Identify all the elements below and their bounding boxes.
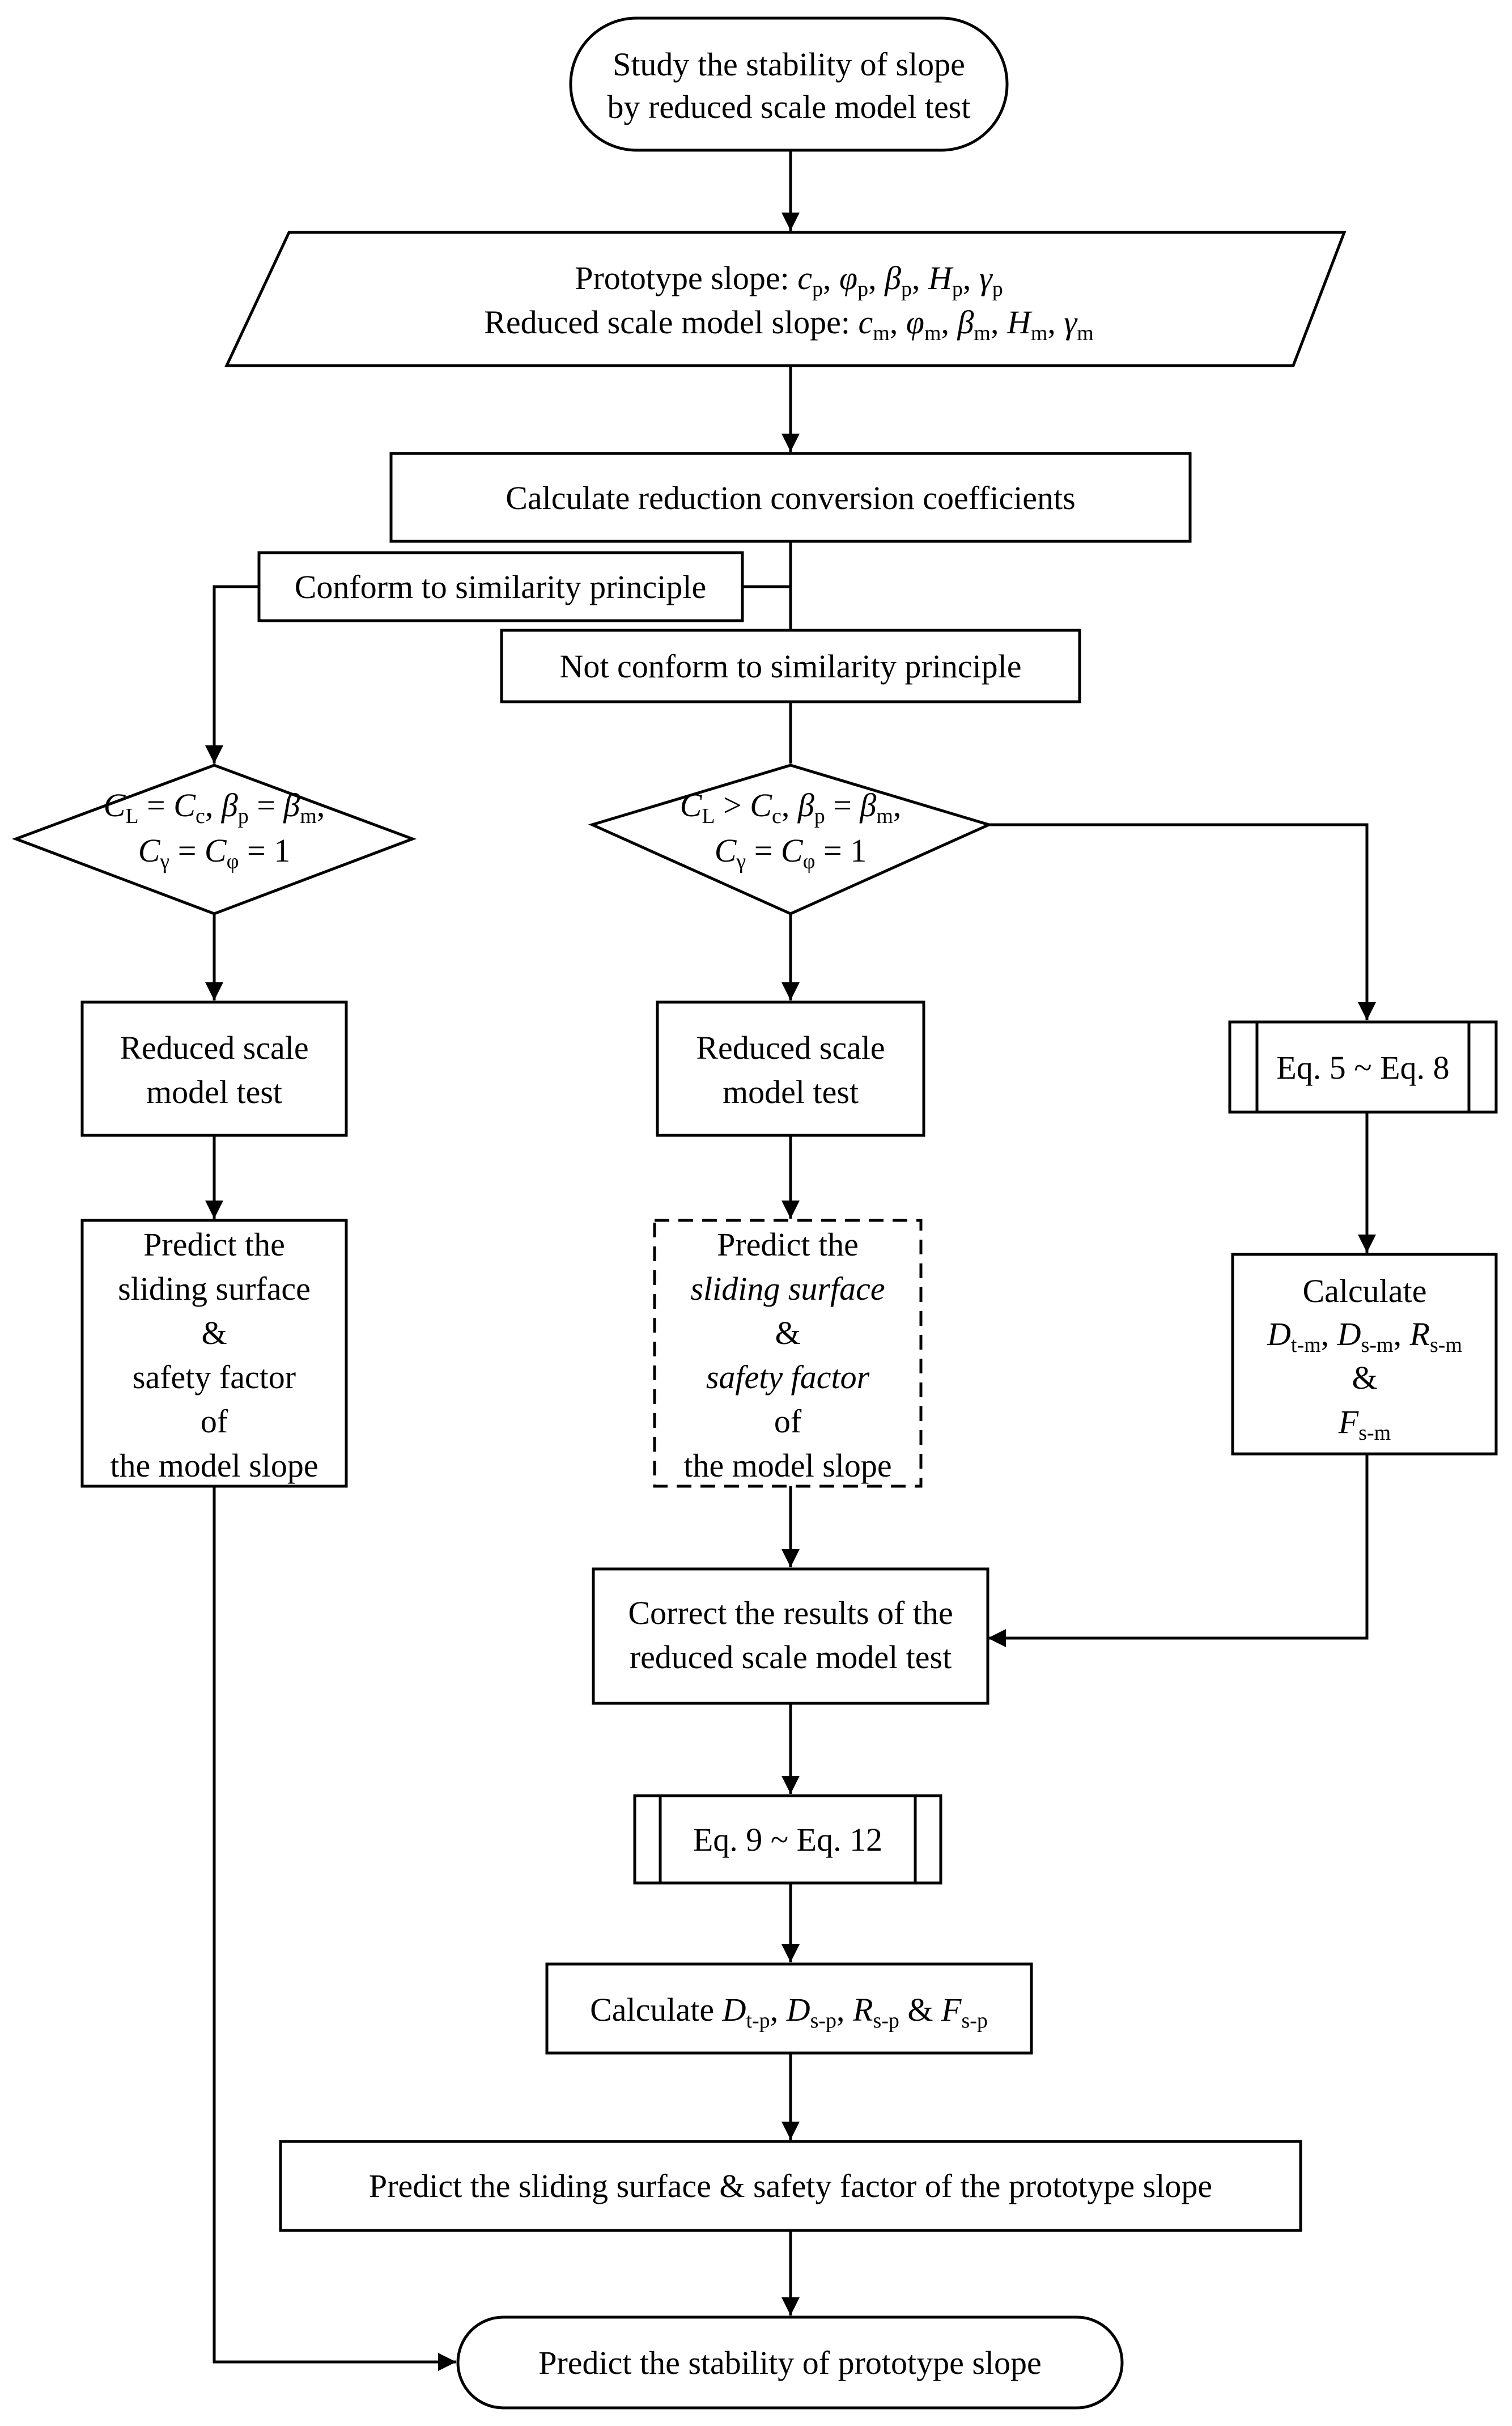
predict-middle-line-1: Predict the <box>717 1226 859 1263</box>
predict-left-line-6: the model slope <box>110 1447 318 1484</box>
calc-prototype-label: Calculate Dt-p, Ds-p, Rs-p & Fs-p <box>590 1991 988 2033</box>
predict-left-line-1: Predict the <box>143 1226 285 1263</box>
predict-middle-line-4: safety factor <box>706 1359 870 1396</box>
calc-model-line-2: Dt-m, Ds-m, Rs-m <box>1267 1316 1462 1357</box>
decision-left: CL = Cc, βp = βm, Cγ = Cφ = 1 <box>11 764 417 915</box>
calc-prototype-results: Calculate Dt-p, Ds-p, Rs-p & Fs-p <box>545 1962 1033 2055</box>
process-eq5-8: Eq. 5 ~ Eq. 8 <box>1228 1020 1498 1114</box>
start-line-1: Study the stability of slope <box>613 46 965 83</box>
conform-box: Conform to similarity principle <box>257 551 744 622</box>
predict-prototype-box: Predict the sliding surface & safety fac… <box>279 2140 1302 2232</box>
calc-model-line-1: Calculate <box>1302 1273 1426 1309</box>
correct-results-line-1: Correct the results of the <box>628 1594 953 1631</box>
edge-diamond-mid-eq5 <box>989 823 1376 1020</box>
predict-middle-line-6: the model slope <box>683 1447 891 1484</box>
start-terminal: Study the stability of slope by reduced … <box>569 16 1009 152</box>
predict-left-line-5: of <box>201 1403 228 1440</box>
start-line-2: by reduced scale model test <box>608 88 971 125</box>
model-test-middle: Reduced scale model test <box>656 1000 925 1137</box>
end-label: Predict the stability of prototype slope <box>538 2344 1042 2381</box>
calc-model-line-3: & <box>1352 1359 1377 1396</box>
calc-coefficients-label: Calculate reduction conversion coefficie… <box>506 480 1075 516</box>
calc-model-line-4: Fs-m <box>1338 1403 1391 1445</box>
model-test-left-line-1: Reduced scale <box>120 1029 308 1066</box>
predict-left: Predict the sliding surface & safety fac… <box>80 1219 348 1488</box>
decision-middle-line-2: Cγ = Cφ = 1 <box>715 832 867 873</box>
model-test-middle-line-1: Reduced scale <box>696 1029 885 1066</box>
model-test-left-line-2: model test <box>146 1074 282 1110</box>
edge-conform-diamond-left <box>205 585 259 764</box>
parameters-input: Prototype slope: cp, φp, βp, Hp, γp Redu… <box>224 231 1347 367</box>
correct-results-box: Correct the results of the reduced scale… <box>592 1567 989 1705</box>
prototype-params: Prototype slope: cp, φp, βp, Hp, γp <box>575 260 1003 301</box>
predict-left-line-3: & <box>201 1314 227 1351</box>
edges <box>205 150 1376 2371</box>
decision-middle: CL > Cc, βp = βm, Cγ = Cφ = 1 <box>588 764 993 915</box>
predict-middle-line-2: sliding surface <box>690 1270 885 1307</box>
model-test-left: Reduced scale model test <box>80 1000 348 1137</box>
decision-left-line-1: CL = Cc, βp = βm, <box>104 787 325 828</box>
calc-coefficients-box: Calculate reduction conversion coefficie… <box>389 452 1192 543</box>
predict-prototype-label: Predict the sliding surface & safety fac… <box>369 2168 1212 2204</box>
calc-model-results: Calculate Dt-m, Ds-m, Rs-m & Fs-m <box>1231 1253 1498 1456</box>
predict-left-line-4: safety factor <box>133 1359 296 1396</box>
model-test-middle-line-2: model test <box>723 1074 859 1110</box>
not-conform-box: Not conform to similarity principle <box>500 629 1081 703</box>
predict-middle-line-3: & <box>775 1314 800 1351</box>
model-params: Reduced scale model slope: cm, φm, βm, H… <box>484 304 1094 345</box>
edge-calc-m-correct <box>988 1454 1369 1647</box>
conform-label: Conform to similarity principle <box>295 569 707 605</box>
process-eq9-12-label: Eq. 9 ~ Eq. 12 <box>693 1821 882 1858</box>
predict-middle: Predict the sliding surface & safety fac… <box>653 1219 923 1488</box>
decision-left-line-2: Cγ = Cφ = 1 <box>138 832 291 873</box>
edge-predict-left-end <box>213 1486 456 2371</box>
predict-left-line-2: sliding surface <box>118 1270 311 1307</box>
not-conform-label: Not conform to similarity principle <box>559 648 1021 685</box>
decision-middle-line-1: CL > Cc, βp = βm, <box>680 787 902 828</box>
process-eq9-12: Eq. 9 ~ Eq. 12 <box>633 1794 942 1885</box>
process-eq5-8-label: Eq. 5 ~ Eq. 8 <box>1276 1049 1449 1086</box>
correct-results-line-2: reduced scale model test <box>630 1639 952 1676</box>
predict-middle-line-5: of <box>774 1403 802 1440</box>
end-terminal: Predict the stability of prototype slope <box>456 2315 1124 2410</box>
